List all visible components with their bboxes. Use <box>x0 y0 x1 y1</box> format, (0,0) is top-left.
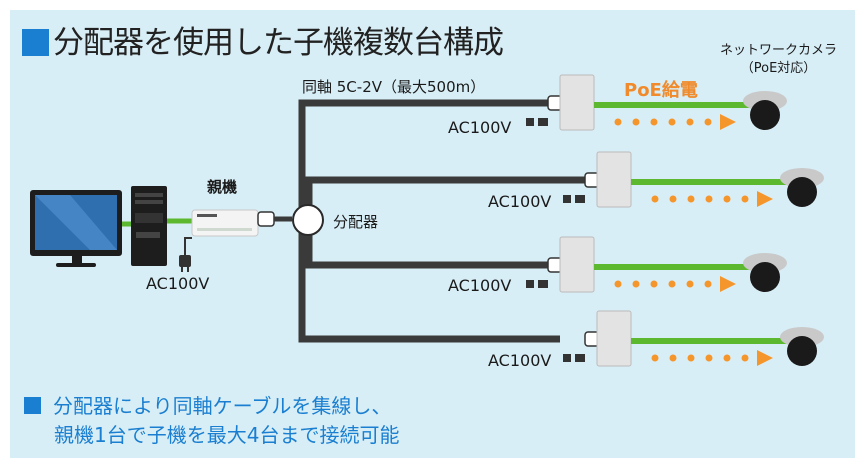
camera-label-line2: （PoE対応） <box>740 61 817 76</box>
plug-icon <box>538 118 548 126</box>
poe-dot <box>705 195 713 203</box>
note-bullet-icon <box>24 397 41 414</box>
plug-icon <box>563 354 571 362</box>
coax-connector <box>257 211 275 227</box>
poe-label: PoE給電 <box>624 80 698 101</box>
poe-dot <box>651 195 659 203</box>
poe-dot <box>632 118 640 126</box>
poe-dot <box>704 118 712 126</box>
poe-dot <box>687 354 695 362</box>
poe-dot <box>704 280 712 288</box>
poe-arrow-icon <box>720 114 736 130</box>
poe-dot <box>650 118 658 126</box>
branch-power-label: AC100V <box>448 276 512 295</box>
slave-unit-icon <box>596 151 632 208</box>
parent-power-label: AC100V <box>146 274 210 293</box>
monitor-icon <box>30 190 122 267</box>
cable-spec-label: 同軸 5C-2V（最大500m） <box>302 78 486 96</box>
branch-power-label: AC100V <box>488 192 552 211</box>
poe-dot <box>741 195 749 203</box>
plug-icon <box>179 255 191 267</box>
poe-dot <box>668 280 676 288</box>
poe-dot <box>668 118 676 126</box>
splitter-label: 分配器 <box>333 213 379 231</box>
camera-lens-icon <box>750 262 780 292</box>
poe-dot <box>669 354 677 362</box>
power-cord <box>184 237 192 256</box>
poe-dot <box>651 354 659 362</box>
poe-dot <box>686 118 694 126</box>
poe-dot <box>687 195 695 203</box>
summary-note: 分配器により同軸ケーブルを集線し、 親機1台で子機を最大4台まで接続可能 <box>24 392 399 450</box>
camera-lens-icon <box>787 336 817 366</box>
slave-unit-icon <box>559 74 595 131</box>
note-line1: 分配器により同軸ケーブルを集線し、 <box>53 394 392 418</box>
note-line2: 親機1台で子機を最大4台まで接続可能 <box>54 423 400 447</box>
poe-arrow-icon <box>757 191 773 207</box>
plug-icon <box>538 280 548 288</box>
branch-power-label: AC100V <box>488 351 552 370</box>
plug-icon <box>526 118 534 126</box>
plug-icon <box>575 195 585 203</box>
camera-lens-icon <box>750 100 780 130</box>
poe-dot <box>669 195 677 203</box>
title-text: 分配器を使用した子機複数台構成 <box>53 25 504 61</box>
poe-dot <box>614 280 622 288</box>
poe-dot <box>686 280 694 288</box>
branch-power-label: AC100V <box>448 118 512 137</box>
slave-unit-icon <box>559 236 595 293</box>
pc-tower-icon <box>131 186 167 266</box>
splitter-icon <box>292 204 324 236</box>
plug-icon <box>575 354 585 362</box>
poe-arrow-icon <box>720 276 736 292</box>
poe-arrow-icon <box>757 350 773 366</box>
poe-dot <box>741 354 749 362</box>
poe-dot <box>614 118 622 126</box>
page-title: 分配器を使用した子機複数台構成 <box>22 17 504 62</box>
poe-dot <box>723 195 731 203</box>
plug-icon <box>563 195 571 203</box>
parent-unit-label: 親機 <box>207 178 238 196</box>
parent-unit-icon <box>191 209 259 237</box>
camera-lens-icon <box>787 177 817 207</box>
camera-label: ネットワークカメラ （PoE対応） <box>720 42 837 78</box>
title-bullet-icon <box>22 29 49 56</box>
poe-dot <box>723 354 731 362</box>
camera-label-line1: ネットワークカメラ <box>720 43 838 58</box>
slave-unit-icon <box>596 310 632 367</box>
poe-dot <box>705 354 713 362</box>
plug-icon <box>526 280 534 288</box>
poe-dot <box>632 280 640 288</box>
poe-dot <box>650 280 658 288</box>
